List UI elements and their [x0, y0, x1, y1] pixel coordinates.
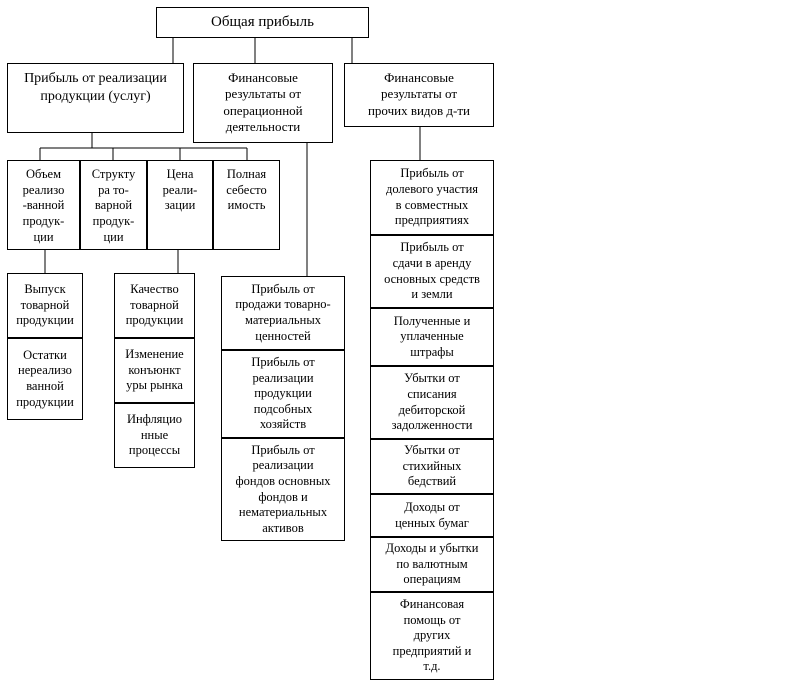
- operational-item-goods: Прибыль от продажи товарно- материальных…: [221, 276, 345, 350]
- price-item-inflation: Инфляцио нные процессы: [114, 403, 195, 468]
- other-item-disasters: Убытки от стихийных бедствий: [370, 439, 494, 494]
- other-item-fines: Полученные и уплаченные штрафы: [370, 308, 494, 366]
- operational-results-box: Финансовые результаты от операционной де…: [193, 63, 333, 143]
- price-item-quality: Качество товарной продукции: [114, 273, 195, 338]
- other-results-box: Финансовые результаты от прочих видов д-…: [344, 63, 494, 127]
- factor-cost: Полная себесто имость: [213, 160, 280, 250]
- volume-item-remains: Остатки нереализо ванной продукции: [7, 338, 83, 420]
- factor-price: Цена реали- зации: [147, 160, 213, 250]
- operational-item-subsidiary: Прибыль от реализации продукции подсобны…: [221, 350, 345, 438]
- factor-structure: Структу ра то- варной продук- ции: [80, 160, 147, 250]
- other-item-equity: Прибыль от долевого участия в совместных…: [370, 160, 494, 235]
- operational-item-assets: Прибыль от реализации фондов основных фо…: [221, 438, 345, 541]
- other-item-currency: Доходы и убытки по валютным операциям: [370, 537, 494, 592]
- volume-item-output: Выпуск товарной продукции: [7, 273, 83, 338]
- factor-volume: Объем реализо -ванной продук- ции: [7, 160, 80, 250]
- root-box: Общая прибыль: [156, 7, 369, 38]
- other-item-securities: Доходы от ценных бумаг: [370, 494, 494, 537]
- other-item-rent: Прибыль от сдачи в аренду основных средс…: [370, 235, 494, 308]
- other-item-receivables: Убытки от списания дебиторской задолженн…: [370, 366, 494, 439]
- other-item-aid: Финансовая помощь от других предприятий …: [370, 592, 494, 680]
- price-item-market: Изменение конъюнкт уры рынка: [114, 338, 195, 403]
- sales-profit-box: Прибыль от реализации продукции (услуг): [7, 63, 184, 133]
